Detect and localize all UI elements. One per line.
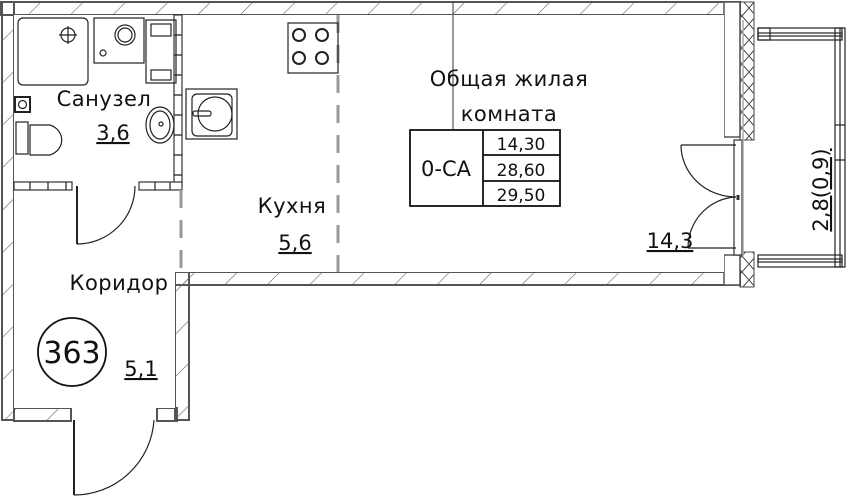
wall-left — [1, 1, 15, 421]
living-room-label-line1: Общая жилая — [430, 67, 588, 91]
riser-icon — [14, 96, 31, 113]
wall-bottom-living — [174, 271, 741, 286]
bathroom-label: Санузел — [57, 87, 152, 111]
corridor-area: 5,1 — [124, 357, 157, 381]
toilet-tank — [15, 121, 29, 155]
towel-rack — [145, 19, 177, 84]
apartment-number-circle — [37, 317, 107, 387]
bathroom-sink — [145, 106, 175, 144]
kitchen-fixtures — [185, 22, 339, 140]
shower-tray — [17, 17, 89, 86]
table-value-1: 14,30 — [497, 135, 546, 155]
insulation-lower — [739, 251, 755, 288]
bathroom-fixtures — [14, 17, 177, 156]
stove-icon — [287, 22, 339, 74]
summary-table: 0-СА 14,30 28,60 29,50 — [409, 129, 561, 207]
wall-right-lower — [723, 254, 741, 286]
kitchen-label: Кухня — [258, 194, 327, 218]
living-room-area: 14,3 — [647, 229, 694, 253]
corridor-label: Коридор — [70, 271, 169, 295]
table-code: 0-СА — [421, 157, 472, 181]
wall-corridor-bottom-right — [156, 407, 178, 422]
apartment-number: 363 — [43, 336, 100, 371]
insulation-upper — [739, 1, 755, 141]
kitchen-sink-icon — [185, 88, 238, 140]
kitchen-area: 5,6 — [278, 231, 311, 255]
wall-corridor-right — [174, 271, 190, 421]
table-value-2: 28,60 — [497, 161, 546, 181]
wall-corridor-bottom-left — [13, 407, 72, 422]
wall-right-upper — [723, 1, 741, 138]
bathroom-area: 3,6 — [96, 121, 129, 145]
toilet-bowl — [29, 124, 63, 156]
table-value-3: 29,50 — [497, 186, 546, 206]
balcony — [757, 27, 846, 268]
doors — [73, 20, 744, 496]
wall-top — [0, 1, 741, 16]
washing-machine — [93, 17, 145, 64]
balcony-area: 2,8(0,9) — [809, 148, 833, 231]
living-room-label-line2: комната — [461, 102, 558, 126]
